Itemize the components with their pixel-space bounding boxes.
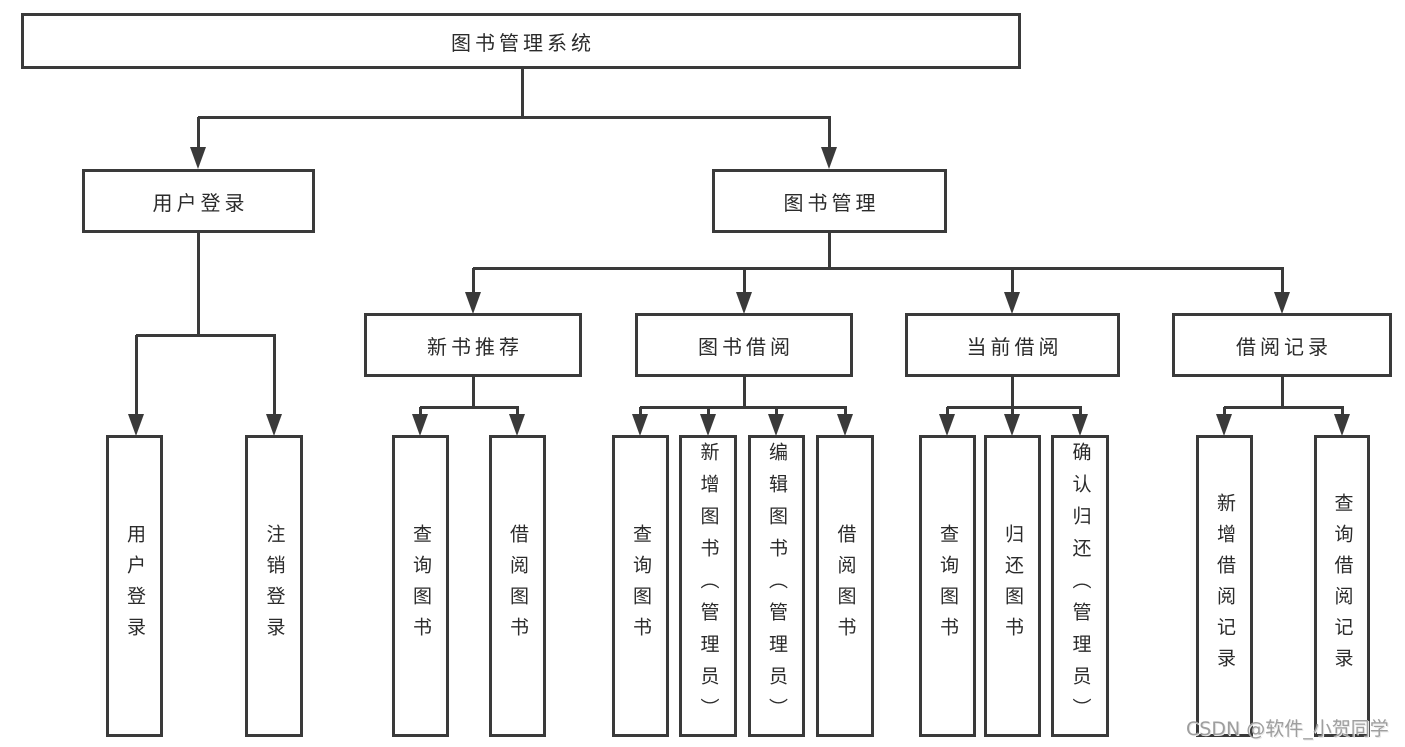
leaf-logout: 注销登录 (245, 435, 303, 737)
connector-line (473, 267, 1284, 270)
leaf-label: 查询图书 (937, 524, 959, 648)
arrow-down-icon (1004, 414, 1020, 436)
node-borrowing-records: 借阅记录 (1172, 313, 1392, 377)
connector-line (1281, 268, 1284, 294)
node-label: 图书借阅 (698, 334, 794, 359)
node-user-login: 用户登录 (82, 169, 315, 233)
leaf-recommend-query-books: 查询图书 (392, 435, 449, 737)
connector-line (419, 407, 422, 416)
arrow-down-icon (465, 292, 481, 314)
node-label: 借阅记录 (1236, 334, 1332, 359)
connector-line (1341, 407, 1344, 416)
leaf-label: 用户登录 (124, 524, 146, 648)
leaf-borrowing-borrow-books: 借阅图书 (816, 435, 874, 737)
arrow-down-icon (128, 414, 144, 436)
leaf-edit-books-admin: 编辑图书（管理员） (748, 435, 805, 737)
leaf-label: 借阅图书 (507, 524, 529, 648)
connector-line (743, 268, 746, 294)
arrow-down-icon (412, 414, 428, 436)
leaf-add-books-admin: 新增图书（管理员） (679, 435, 737, 737)
leaf-return-books: 归还图书 (984, 435, 1041, 737)
leaf-label: 新增图书（管理员） (697, 442, 720, 730)
connector-line (1011, 377, 1014, 409)
leaf-label: 借阅图书 (834, 524, 857, 648)
arrow-down-icon (768, 414, 784, 436)
leaf-label: 查询图书 (410, 524, 432, 648)
node-label: 当前借阅 (966, 334, 1063, 359)
connector-line (743, 377, 746, 409)
connector-line (1281, 377, 1284, 409)
arrow-down-icon (736, 292, 752, 314)
leaf-borrowing-query-books: 查询图书 (612, 435, 669, 737)
leaf-label: 归还图书 (1002, 524, 1024, 648)
connector-line (472, 268, 475, 294)
connector-line (135, 335, 138, 416)
node-book-management: 图书管理 (712, 169, 947, 233)
node-label: 用户登录 (152, 190, 249, 215)
connector-line (1011, 407, 1014, 416)
connector-line (1011, 268, 1014, 294)
arrow-down-icon (509, 414, 525, 436)
connector-line (136, 334, 276, 337)
connector-line (1223, 407, 1226, 416)
node-library-management-system: 图书管理系统 (21, 13, 1021, 69)
leaf-label: 新增借阅记录 (1214, 493, 1236, 679)
arrow-down-icon (1072, 414, 1088, 436)
leaf-label: 查询图书 (630, 524, 652, 648)
watermark: CSDN @软件_小贺同学 (1186, 718, 1389, 740)
node-current-borrowing: 当前借阅 (905, 313, 1120, 377)
connector-line (1224, 406, 1344, 409)
leaf-query-borrow-record: 查询借阅记录 (1314, 435, 1370, 737)
connector-line (947, 406, 1082, 409)
connector-line (273, 335, 276, 416)
arrow-down-icon (700, 414, 716, 436)
node-new-book-recommendation: 新书推荐 (364, 313, 582, 377)
connector-line (828, 117, 831, 149)
arrow-down-icon (837, 414, 853, 436)
leaf-add-borrow-record: 新增借阅记录 (1196, 435, 1253, 737)
leaf-label: 确认归还（管理员） (1069, 442, 1092, 730)
node-label: 新书推荐 (427, 334, 523, 359)
node-book-borrowing: 图书借阅 (635, 313, 853, 377)
connector-line (707, 407, 710, 416)
arrow-down-icon (939, 414, 955, 436)
arrow-down-icon (1004, 292, 1020, 314)
leaf-recommend-borrow-books: 借阅图书 (489, 435, 546, 737)
connector-line (828, 233, 831, 270)
arrow-down-icon (1334, 414, 1350, 436)
connector-line (521, 68, 524, 118)
connector-line (198, 116, 831, 119)
leaf-label: 查询借阅记录 (1331, 493, 1354, 679)
leaf-user-login: 用户登录 (106, 435, 163, 737)
connector-line (640, 406, 847, 409)
leaf-label: 编辑图书（管理员） (766, 442, 788, 730)
node-label: 图书管理 (783, 190, 880, 215)
connector-line (1079, 407, 1082, 416)
arrow-down-icon (190, 147, 206, 169)
arrow-down-icon (632, 414, 648, 436)
connector-line (472, 377, 475, 409)
leaf-current-query-books: 查询图书 (919, 435, 976, 737)
connector-line (420, 406, 519, 409)
connector-line (516, 407, 519, 416)
arrow-down-icon (1274, 292, 1290, 314)
connector-line (639, 407, 642, 416)
node-label: 图书管理系统 (451, 30, 595, 55)
leaf-confirm-return-admin: 确认归还（管理员） (1051, 435, 1109, 737)
leaf-label: 注销登录 (263, 524, 286, 648)
arrow-down-icon (821, 147, 837, 169)
arrow-down-icon (266, 414, 282, 436)
connector-line (775, 407, 778, 416)
arrow-down-icon (1216, 414, 1232, 436)
connector-line (844, 407, 847, 416)
connector-line (197, 233, 200, 337)
connector-line (197, 117, 200, 149)
connector-line (946, 407, 949, 416)
